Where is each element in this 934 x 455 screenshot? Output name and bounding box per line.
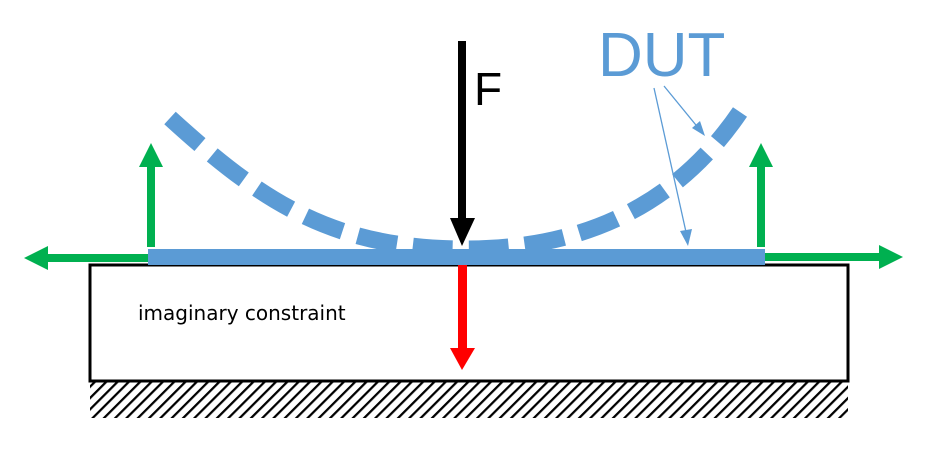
left-vertical-reaction <box>139 143 163 247</box>
constraint-block <box>88 263 850 383</box>
constraint-label: imaginary constraint <box>138 301 346 325</box>
applied-force-arrow <box>450 41 475 246</box>
left-horizontal-reaction <box>24 246 150 270</box>
dut-pointer-beam <box>653 87 692 246</box>
right-vertical-reaction <box>749 143 773 247</box>
ground-hatch <box>90 381 848 418</box>
right-horizontal-reaction <box>765 245 903 269</box>
dut-flat-beam <box>148 249 765 265</box>
dut-pointer-curve <box>663 85 705 136</box>
dut-label: DUT <box>598 21 725 90</box>
force-label: F <box>474 63 502 115</box>
constraint-reaction-arrow <box>450 265 475 370</box>
